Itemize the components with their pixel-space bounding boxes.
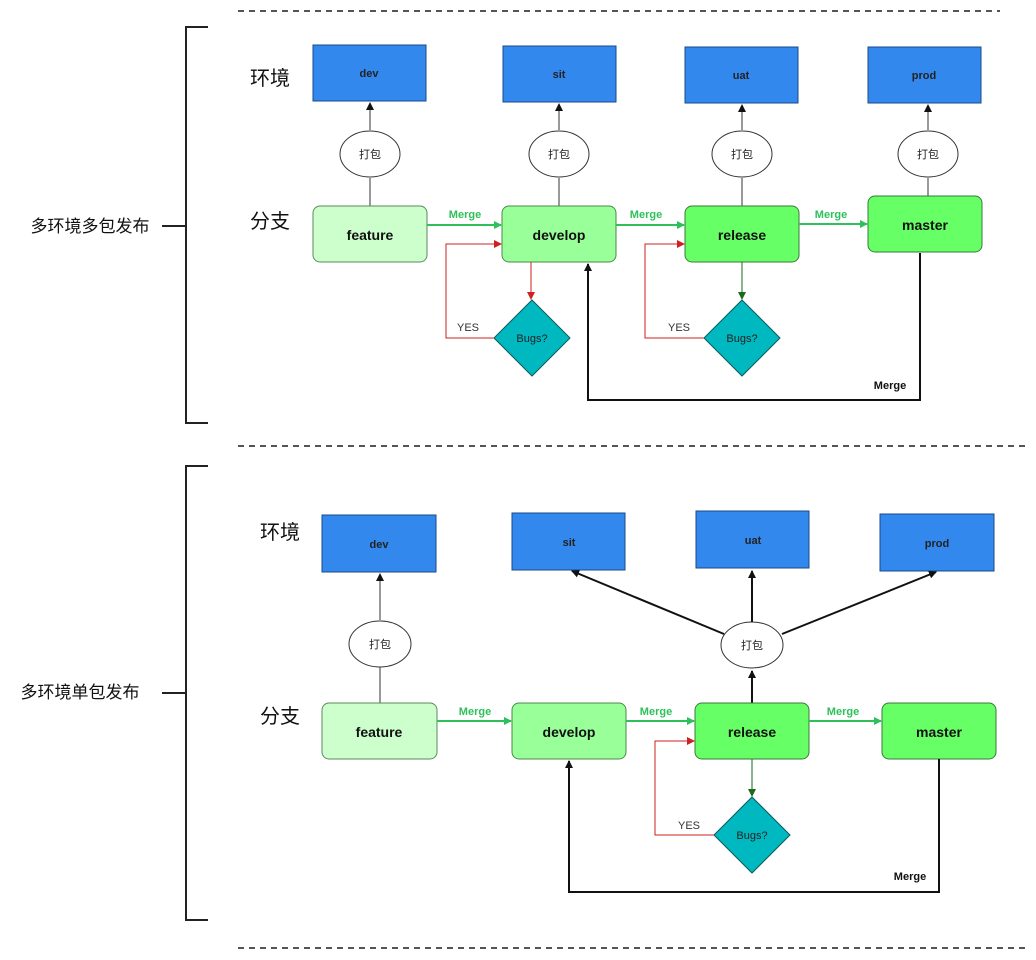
svg-text:打包: 打包	[369, 637, 391, 651]
svg-text:develop: develop	[543, 724, 596, 740]
branch-develop	[501, 205, 617, 263]
package-node-sit	[528, 130, 590, 178]
svg-text:打包: 打包	[359, 147, 381, 161]
svg-text:打包: 打包	[548, 147, 570, 161]
svg-text:Bugs?: Bugs?	[516, 333, 547, 345]
env-row-label: 环境	[250, 66, 290, 90]
svg-text:打包: 打包	[741, 638, 763, 652]
svg-text:sit: sit	[563, 537, 576, 549]
svg-text:YES: YES	[678, 820, 700, 832]
svg-text:feature: feature	[356, 724, 403, 740]
branch-master	[867, 195, 983, 253]
svg-text:master: master	[916, 724, 962, 740]
env-box-prod	[867, 46, 982, 104]
package-node-dev	[348, 620, 412, 668]
svg-text:uat: uat	[733, 70, 750, 82]
package-node-dev	[339, 130, 401, 178]
section-bracket	[185, 465, 208, 921]
env-box-prod	[879, 513, 995, 572]
package-node-uat	[711, 130, 773, 178]
branch-row-label: 分支	[260, 704, 300, 728]
env-box-uat	[695, 510, 810, 569]
svg-text:打包: 打包	[917, 147, 939, 161]
decision-bugs-release	[713, 796, 791, 874]
svg-text:Bugs?: Bugs?	[726, 333, 757, 345]
svg-text:prod: prod	[912, 70, 936, 82]
section-single-package: 多环境单包发布 环境 分支 dev sit uat prod 打包 打包 fea…	[21, 465, 997, 921]
svg-text:Merge: Merge	[815, 209, 847, 221]
svg-text:YES: YES	[668, 322, 690, 334]
svg-text:release: release	[728, 724, 776, 740]
svg-text:dev: dev	[360, 68, 380, 80]
env-box-dev	[321, 514, 437, 573]
env-box-sit	[502, 45, 617, 103]
svg-text:Merge: Merge	[630, 209, 662, 221]
svg-text:develop: develop	[533, 227, 586, 243]
svg-text:Merge: Merge	[894, 871, 926, 883]
svg-text:Merge: Merge	[459, 706, 491, 718]
decision-bugs-release	[703, 299, 781, 377]
svg-text:uat: uat	[745, 535, 762, 547]
svg-text:打包: 打包	[731, 147, 753, 161]
branch-row-label: 分支	[250, 209, 290, 233]
env-box-sit	[511, 512, 626, 571]
svg-text:release: release	[718, 227, 766, 243]
decision-bugs-develop	[493, 299, 571, 377]
svg-text:Merge: Merge	[449, 209, 481, 221]
package-node-prod	[897, 130, 959, 178]
svg-text:Bugs?: Bugs?	[736, 830, 767, 842]
branch-feature	[312, 205, 428, 263]
branch-feature	[321, 702, 438, 760]
branch-develop	[511, 702, 627, 760]
svg-text:Merge: Merge	[640, 706, 672, 718]
svg-text:Merge: Merge	[827, 706, 859, 718]
svg-text:feature: feature	[347, 227, 394, 243]
svg-text:sit: sit	[553, 69, 566, 81]
section-title: 多环境单包发布	[21, 683, 140, 703]
svg-text:YES: YES	[457, 322, 479, 334]
section-bracket	[185, 26, 208, 424]
svg-text:dev: dev	[370, 539, 390, 551]
svg-text:Merge: Merge	[874, 380, 906, 392]
section-multi-package: 多环境多包发布 环境 分支 dev sit uat prod 打包 打包 打包 …	[31, 26, 983, 424]
env-row-label: 环境	[260, 520, 300, 544]
svg-text:master: master	[902, 217, 948, 233]
env-box-dev	[312, 44, 427, 102]
section-title: 多环境多包发布	[31, 217, 150, 237]
env-box-uat	[684, 46, 799, 104]
svg-text:prod: prod	[925, 538, 949, 550]
